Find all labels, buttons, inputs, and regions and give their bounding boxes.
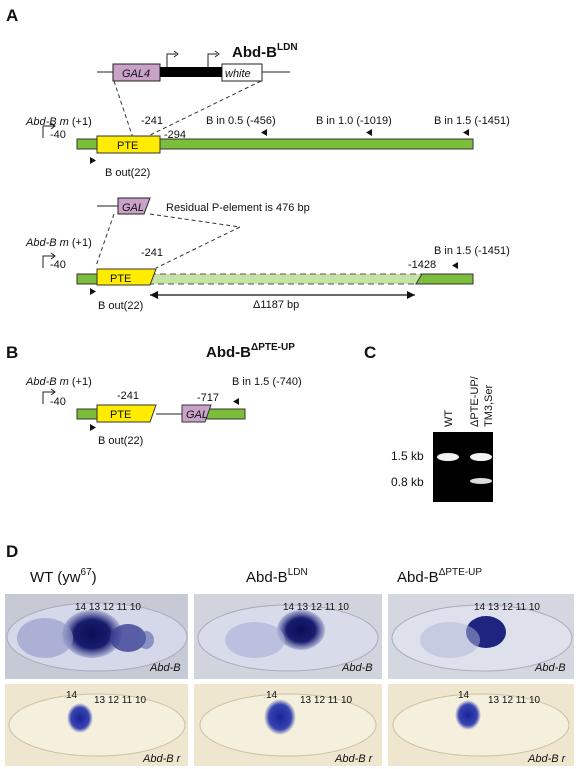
panel-a-label: A [6,6,18,25]
gal-box-2 [181,404,212,423]
abdb-tss-arrow-icon-2 [42,255,55,268]
bout-primer-icon-2 [90,288,96,295]
bout-primer-icon-3 [90,424,96,431]
abdb-tss-arrow-icon-3 [42,391,55,404]
m294-label: -294 [164,129,186,141]
bin15-primer-icon [463,129,469,136]
bout-label: B out(22) [105,167,150,179]
abdb-tss-arrow-icon [42,125,55,138]
svg-text:-1428: -1428 [408,259,436,271]
embryo-row-top: 14 13 12 11 10 14 13 12 11 10 14 13 12 1… [5,594,574,679]
svg-text:B in 1.5 (-740): B in 1.5 (-740) [232,376,302,388]
ldn-locus-bottom: Abd-B m (+1) -40 -241 B in 1.5 (-1451) -… [25,237,510,312]
svg-text:B out(22): B out(22) [98,300,143,312]
gel: WT ΔPTE-UP/ TM3,Ser 1.5 kb 0.8 kb [391,375,495,502]
pte-label: PTE [117,140,138,152]
probe-r-label-2: Abd-B r [334,753,374,765]
bin15-primer-icon-2 [452,262,458,269]
lane-wt-label: WT [443,410,455,427]
pte-box-2 [96,268,157,286]
bin10-label: B in 1.0 (-1019) [316,115,392,127]
m40-label: -40 [50,129,66,141]
panel-b-label: B [6,343,18,362]
svg-text:-241: -241 [141,247,163,259]
promoter-arrow-icon [166,53,176,67]
ptep-up-locus: Abd-B m (+1) -40 -241 -717 B in 1.5 (-74… [25,376,302,447]
gal-label: GAL [122,202,144,214]
deletion-label: Δ1187 bp [253,299,299,311]
seg14-label-1: 14 [66,690,78,701]
segments-label-3: 14 13 12 11 10 [474,602,540,613]
bin15-label: B in 1.5 (-1451) [434,115,510,127]
residual-p-element: GAL Residual P-element is 476 bp [95,197,310,269]
panel-c-label: C [364,343,376,362]
col1-title: WT (yw67) [30,567,97,586]
probe-label-3: Abd-B [534,662,566,674]
deleted-region [149,273,423,285]
col3-title: Abd-BΔPTE-UP [397,567,482,586]
p-element-construct: GAL4 white [97,50,290,139]
svg-text:B in 1.5 (-1451): B in 1.5 (-1451) [434,245,510,257]
svg-text:-40: -40 [50,396,66,408]
m241-label: -241 [141,115,163,127]
insertion-dash-right [143,80,262,139]
svg-text:Abd-B m (+1): Abd-B m (+1) [25,237,92,249]
pte-box [96,135,161,154]
insertion-dash-left [113,80,134,139]
gel-image [433,432,493,502]
svg-text:Abd-B m (+1): Abd-B m (+1) [25,376,92,388]
col2-title: Abd-BLDN [246,567,308,586]
seg14-label-2: 14 [266,690,278,701]
segrest-label-2: 13 12 11 10 [300,695,353,706]
gal4-label: GAL4 [122,68,150,80]
band-mut-08 [470,478,492,484]
abdb-m-label: Abd-B m (+1) [25,116,92,128]
band-mut-15 [470,453,492,461]
pte-box-3 [96,404,157,423]
segrest-label-1: 13 12 11 10 [94,695,147,706]
size-15kb-label: 1.5 kb [391,449,424,463]
seg14-label-3: 14 [458,690,470,701]
probe-r-label-3: Abd-B r [527,753,567,765]
green-bar-right [415,273,474,285]
probe-r-label-1: Abd-B r [142,753,182,765]
segrest-label-3: 13 12 11 10 [488,695,541,706]
panel-b-title: Abd-BΔPTE-UP [206,342,295,361]
embryo-row-bottom: 14 13 12 11 10 14 13 12 11 10 14 13 12 1… [5,684,574,766]
ldn-locus-top: Abd-B m (+1) -40 -241 -294 B in 0.5 (-45… [25,115,510,179]
svg-text:GAL: GAL [186,409,208,421]
lane-mut-label-2: TM3,Ser [483,384,495,427]
residual-label: Residual P-element is 476 bp [166,202,310,214]
bin10-primer-icon [366,129,372,136]
promoter-arrow-icon-2 [207,53,217,67]
p-element-black-bar [160,67,222,77]
gal-box [117,197,151,215]
svg-text:-40: -40 [50,259,66,271]
green-locus-bar [76,138,474,150]
segments-label-2: 14 13 12 11 10 [283,602,349,613]
white-box [221,63,263,82]
panel-a-title: Abd-BLDN [232,42,298,61]
bin05-label: B in 0.5 (-456) [206,115,276,127]
white-label: white [225,68,251,80]
probe-label-1: Abd-B [149,662,181,674]
panel-d-label: D [6,542,18,561]
bin15-primer-icon-3 [233,398,239,405]
band-wt-15 [437,453,459,461]
svg-text:PTE: PTE [110,273,131,285]
probe-label-2: Abd-B [341,662,373,674]
size-08kb-label: 0.8 kb [391,475,424,489]
svg-text:-241: -241 [117,390,139,402]
svg-text:-717: -717 [197,392,219,404]
lane-mut-label-1: ΔPTE-UP/ [469,375,481,427]
svg-text:B out(22): B out(22) [98,435,143,447]
bout-primer-icon [90,157,96,164]
bin05-primer-icon [261,129,267,136]
segments-label-1: 14 13 12 11 10 [75,602,141,613]
svg-text:PTE: PTE [110,409,131,421]
